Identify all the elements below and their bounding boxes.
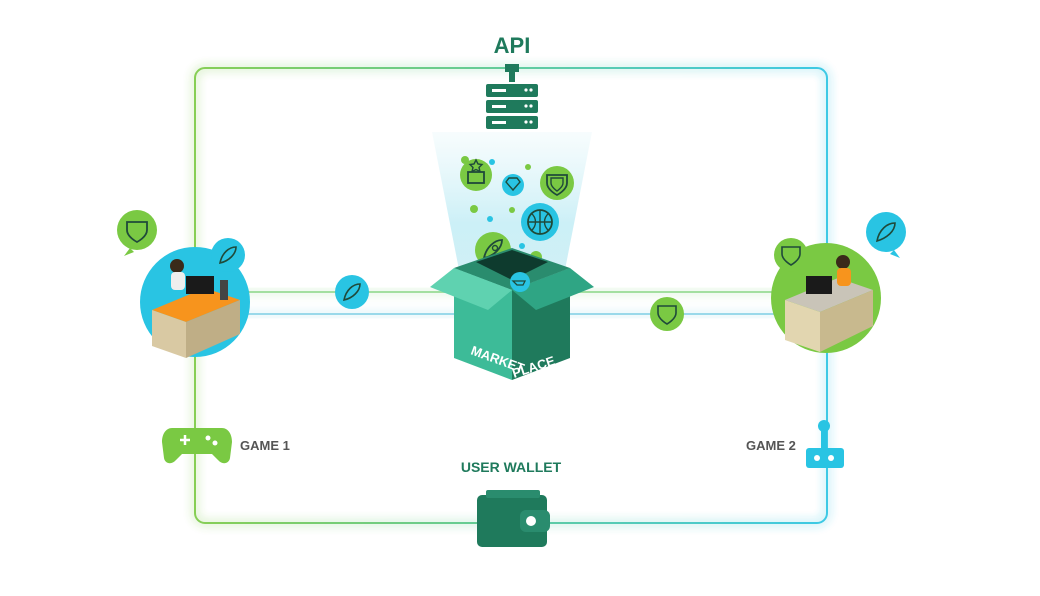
- game1-label: GAME 1: [240, 438, 290, 453]
- player1-gamer-icon: [140, 247, 250, 358]
- player1-shield-badge-icon: [117, 210, 157, 256]
- player2-gamer-icon: [771, 243, 881, 353]
- player2-rocket-badge-icon: [866, 212, 906, 258]
- joystick-icon: [806, 420, 844, 468]
- player2-shield-badge-icon: [774, 238, 808, 272]
- gift-box-asset-icon: [460, 158, 492, 191]
- game2-label: GAME 2: [746, 438, 796, 453]
- gamepad-icon: [162, 428, 232, 464]
- player1-rocket-badge-icon: [211, 238, 245, 272]
- basketball-asset-icon: [521, 203, 559, 241]
- rocket-transfer-icon: [335, 275, 369, 309]
- api-label: API: [494, 33, 531, 58]
- marketplace-box-icon: MARKET PLACE: [430, 248, 594, 381]
- server-icon: [486, 64, 538, 129]
- shield-transfer-icon: [650, 297, 684, 331]
- user-wallet-label: USER WALLET: [461, 459, 562, 475]
- wallet-icon: [477, 490, 550, 547]
- diamond-asset-icon: [502, 174, 524, 196]
- shield-asset-icon: [540, 166, 574, 200]
